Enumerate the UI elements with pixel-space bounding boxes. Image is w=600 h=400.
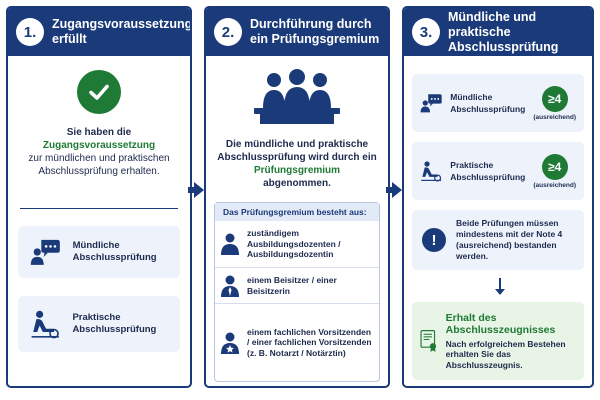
arrow-right-icon (386, 182, 402, 198)
person-tie-icon (221, 275, 239, 297)
board-member-row: einem fachlichen Vorsitzenden / einer fa… (215, 303, 379, 381)
arrow-down-icon (499, 278, 501, 290)
requirement-card: ! Beide Prüfungen müssen mindestens mit … (412, 210, 584, 270)
practical-work-icon (31, 310, 59, 339)
speech-person-icon (30, 239, 60, 265)
board-members-title: Das Prüfungsgremium besteht aus: (215, 203, 379, 221)
requirement-text: Beide Prüfungen müssen mindestens mit de… (456, 218, 563, 261)
exclamation-icon: ! (422, 228, 446, 252)
step-1-number: 1. (16, 18, 44, 46)
person-star-icon (221, 332, 239, 354)
certificate-icon (420, 330, 437, 352)
oral-exam-label: Mündliche Abschlussprüfung (72, 240, 157, 263)
oral-exam-label: Mündliche Abschlussprüfung (450, 92, 526, 114)
certificate-text: Nach erfolgreichem Bestehen erhalten Sie… (445, 338, 566, 370)
step-3-number: 3. (412, 18, 440, 46)
certificate-title: Erhalt des Abschlusszeugnisses (445, 311, 556, 336)
step-2-title: Durchführung durch ein Prüfungsgremium (250, 17, 380, 46)
arrow-right-icon (188, 182, 204, 198)
step-2-header: 2. Durchführung durch ein Prüfungsgremiu… (206, 8, 388, 56)
step-2-number: 2. (214, 18, 242, 46)
oral-exam-result-card: Mündliche Abschlussprüfung ≥4 (ausreiche… (412, 74, 584, 132)
step-1-title: Zugangsvoraussetzung erfüllt (52, 17, 192, 46)
step-2-panel: 2. Durchführung durch ein Prüfungsgremiu… (204, 6, 390, 388)
certificate-card: Erhalt des Abschlusszeugnisses Nach erfo… (412, 302, 584, 380)
access-requirement-text: Sie haben die Zugangsvoraussetzung zur m… (28, 127, 170, 177)
step-3-header: 3. Mündliche und praktische Abschlussprü… (404, 8, 592, 56)
board-member-row: zuständigem Ausbildungsdozenten / Ausbil… (215, 221, 379, 267)
practical-exam-label: Praktische Abschlussprüfung (450, 160, 526, 182)
board-member-row: einem Beisitzer / einer Beisitzerin (215, 267, 379, 303)
grade-note: (ausreichend) (533, 113, 576, 121)
step-1-header: 1. Zugangsvoraussetzung erfüllt (8, 8, 190, 56)
grade-badge: ≥4 (541, 153, 568, 180)
step-1-panel: 1. Zugangsvoraussetzung erfüllt Sie habe… (6, 6, 192, 388)
step-3-panel: 3. Mündliche und praktische Abschlussprü… (402, 6, 594, 388)
grade-note: (ausreichend) (533, 181, 576, 189)
board-members-box: Das Prüfungsgremium besteht aus: zuständ… (214, 202, 380, 382)
access-requirement-highlight: Zugangsvoraussetzung (42, 140, 156, 151)
grade-badge: ≥4 (541, 85, 568, 112)
examination-board-icon (254, 69, 340, 124)
board-description: Die mündliche und praktische Abschlusspr… (217, 139, 377, 189)
practical-exam-result-card: Praktische Abschlussprüfung ≥4 (ausreich… (412, 142, 584, 200)
practical-work-icon (421, 161, 442, 182)
practical-exam-card: Praktische Abschlussprüfung (18, 296, 180, 352)
speech-person-icon (420, 94, 442, 113)
oral-exam-card: Mündliche Abschlussprüfung (18, 226, 180, 278)
divider (20, 208, 178, 209)
checkmark-icon (77, 70, 121, 114)
board-highlight: Prüfungsgremium (253, 165, 341, 176)
practical-exam-label: Praktische Abschlussprüfung (72, 312, 157, 335)
person-icon (221, 233, 239, 255)
step-3-title: Mündliche und praktische Abschlussprüfun… (448, 9, 559, 54)
